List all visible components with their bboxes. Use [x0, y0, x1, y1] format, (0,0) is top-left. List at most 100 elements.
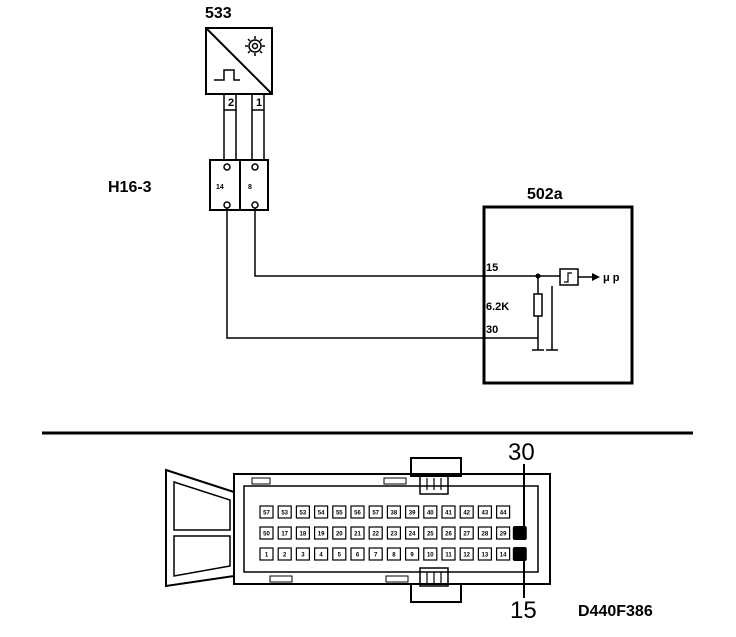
- plug-pin-label: 12: [463, 553, 470, 559]
- plug-pin-cell: [405, 526, 420, 540]
- plug-pin-label: 17: [281, 532, 288, 538]
- plug-pin-label: 40: [427, 511, 434, 517]
- connector-id-label: H16-3: [108, 179, 152, 196]
- plug-pin-cell: [423, 547, 438, 561]
- plug-pin-label: 56: [354, 511, 361, 517]
- plug-pin-cell: [477, 505, 492, 519]
- sensor-pin-stubs: [223, 93, 265, 111]
- plug-pin-label: 1: [265, 553, 269, 559]
- plug-pin-label: 11: [445, 553, 452, 559]
- plug-pin-label: 50: [263, 532, 270, 538]
- plug-pin-label: 53: [281, 511, 288, 517]
- connector-pin-8-label: 8: [248, 184, 252, 191]
- plug-pin-cell: [441, 547, 456, 561]
- plug-pin-cell: [441, 505, 456, 519]
- sensor-533-symbol: [205, 27, 273, 95]
- plug-pin-cell: [459, 526, 474, 540]
- module-pin-30-label: 30: [486, 324, 498, 336]
- plug-pin-cell: [496, 526, 511, 540]
- plug-pin-label: 38: [391, 511, 398, 517]
- plug-pin-label: 54: [318, 511, 325, 517]
- plug-pin-cell: [259, 505, 274, 519]
- plug-pin-label: 25: [427, 532, 434, 538]
- sensor-pin-1-label: 1: [256, 97, 262, 109]
- sensor-id-label: 533: [205, 5, 232, 22]
- plug-pin-cell: [477, 547, 492, 561]
- plug-pin-label: 22: [372, 532, 379, 538]
- microprocessor-label: μ p: [603, 272, 620, 284]
- wires-connector-to-module: [226, 208, 484, 339]
- output-arrow-icon: [592, 273, 600, 281]
- plug-pin-label: 3: [301, 553, 305, 559]
- plug-pin-cell: [314, 526, 329, 540]
- plug-pin-cell: [386, 547, 401, 561]
- plug-pin-label: 28: [482, 532, 489, 538]
- plug-pin-cell: [386, 526, 401, 540]
- plug-pin-label: 5: [338, 553, 342, 559]
- plug-pin-cell: [405, 505, 420, 519]
- plug-pin-cell: [423, 526, 438, 540]
- junction-dot: [535, 273, 541, 279]
- plug-pin-label: 24: [409, 532, 416, 538]
- sensor-pin-2-label: 2: [228, 97, 234, 109]
- plug-pin-label: 57: [372, 511, 379, 517]
- plug-pin-label: 8: [392, 553, 396, 559]
- plug-pin-cell: [423, 505, 438, 519]
- plug-pin-label: 4: [319, 553, 323, 559]
- connector-pin-14-label: 14: [216, 184, 224, 191]
- plug-pin-cell: [386, 505, 401, 519]
- plug-pin-cell: [314, 547, 329, 561]
- plug-pin-label: 43: [482, 511, 489, 517]
- plug-pin-cell: [277, 547, 292, 561]
- plug-pin-cell: [277, 526, 292, 540]
- plug-pin-label: 6: [356, 553, 360, 559]
- callout-pin-15-label: 15: [510, 597, 537, 624]
- wires-sensor-to-connector: [223, 110, 265, 160]
- plug-pin-label: 53: [300, 511, 307, 517]
- plug-pin-label: 20: [336, 532, 343, 538]
- plug-pin-label: 42: [463, 511, 470, 517]
- plug-pin-label: 9: [410, 553, 414, 559]
- plug-pin-cell: [314, 505, 329, 519]
- plug-face-housing: [165, 457, 551, 603]
- plug-pin-cell: [332, 505, 347, 519]
- plug-pin-cell: [405, 547, 420, 561]
- plug-pin-label: 10: [427, 553, 434, 559]
- plug-pin-label: 19: [318, 532, 325, 538]
- plug-pin-cell: [259, 547, 274, 561]
- resistor-symbol: [533, 293, 543, 317]
- plug-pin-cell: [459, 547, 474, 561]
- module-internal-circuit: [484, 268, 592, 351]
- module-502a-box: [482, 205, 634, 385]
- plug-pin-label: 39: [409, 511, 416, 517]
- plug-pin-cell: [368, 526, 383, 540]
- plug-pin-cell: [350, 547, 365, 561]
- plug-pin-label: 13: [482, 553, 489, 559]
- plug-pin-label: 26: [445, 532, 452, 538]
- plug-pin-label: 41: [445, 511, 452, 517]
- plug-pin-cell: [496, 547, 511, 561]
- plug-pin-cell: [459, 505, 474, 519]
- plug-pin-cell: [477, 526, 492, 540]
- module-id-label: 502a: [527, 186, 563, 203]
- plug-pin-cell: [332, 526, 347, 540]
- resistor-value-label: 6.2K: [486, 301, 509, 313]
- plug-pin-cell: [496, 505, 511, 519]
- connector-h16-3: [209, 159, 269, 211]
- plug-pin-label: 29: [500, 532, 507, 538]
- plug-pin-cell: [295, 505, 310, 519]
- plug-key-lines: [426, 478, 442, 584]
- plug-pin-label: 57: [263, 511, 270, 517]
- gear-icon: [245, 36, 265, 56]
- plug-pin-cell: [277, 505, 292, 519]
- plug-pin-cell: [259, 526, 274, 540]
- plug-pin-30-highlight: [512, 526, 527, 540]
- plug-pin-label: 23: [391, 532, 398, 538]
- plug-pin-cell: [295, 547, 310, 561]
- plug-pin-cell: [350, 505, 365, 519]
- plug-pin-label: 7: [374, 553, 378, 559]
- plug-pin-cell: [295, 526, 310, 540]
